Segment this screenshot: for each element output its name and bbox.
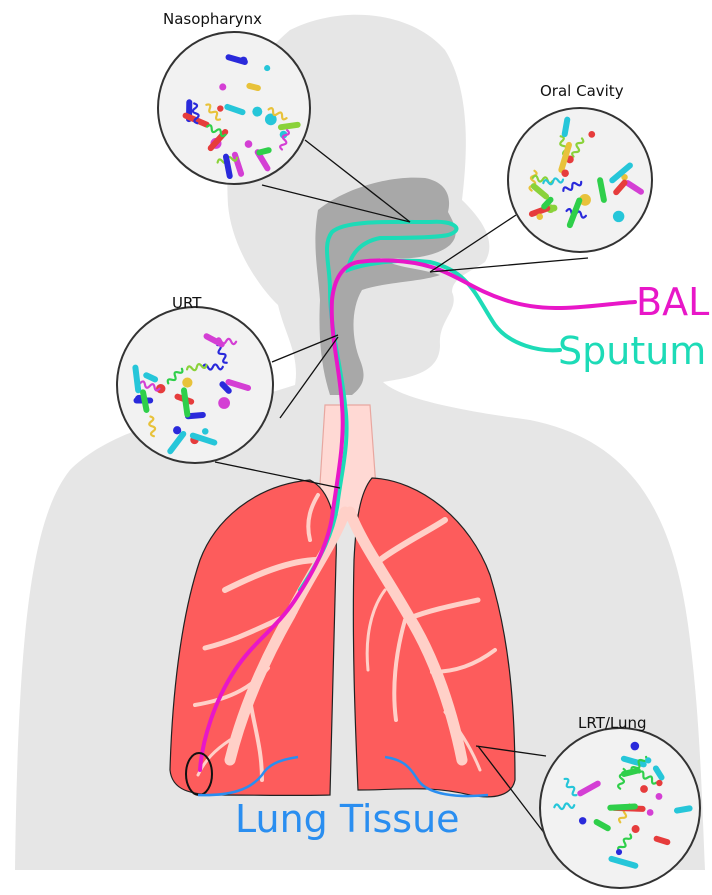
magnifier-circle [508, 108, 652, 252]
sputum-label: Sputum [558, 332, 706, 370]
coccus-bacterium [656, 780, 662, 786]
coccus-bacterium [561, 169, 569, 177]
urt-label: URT [172, 294, 201, 312]
nasopharynx-microbiome [158, 32, 310, 184]
coccus-bacterium [217, 105, 223, 111]
coccus-bacterium [182, 377, 192, 387]
coccus-bacterium [631, 742, 640, 751]
coccus-bacterium [537, 213, 544, 220]
nasopharynx-label: Nasopharynx [163, 10, 262, 28]
coccus-bacterium [202, 428, 209, 435]
lrt-lung-microbiome [540, 728, 700, 888]
coccus-bacterium [173, 426, 181, 434]
oral-cavity-label: Oral Cavity [540, 82, 624, 100]
lung-tissue-label: Lung Tissue [235, 800, 460, 838]
lrt-lung-label: LRT/Lung [578, 714, 647, 732]
coccus-bacterium [613, 211, 624, 222]
coccus-bacterium [219, 83, 226, 90]
coccus-bacterium [252, 107, 262, 117]
bal-label: BAL [636, 283, 709, 321]
coccus-bacterium [647, 809, 654, 816]
coccus-bacterium [218, 397, 230, 409]
coccus-bacterium [579, 817, 586, 824]
oral-cavity-microbiome [508, 108, 652, 252]
coccus-bacterium [640, 785, 648, 793]
coccus-bacterium [264, 65, 270, 71]
coccus-bacterium [156, 384, 165, 393]
coccus-bacterium [588, 131, 595, 138]
coccus-bacterium [616, 849, 622, 855]
coccus-bacterium [645, 757, 651, 763]
coccus-bacterium [632, 825, 640, 833]
urt-microbiome [117, 307, 273, 463]
coccus-bacterium [656, 793, 663, 800]
coccus-bacterium [551, 205, 558, 212]
coccus-bacterium [245, 140, 253, 148]
